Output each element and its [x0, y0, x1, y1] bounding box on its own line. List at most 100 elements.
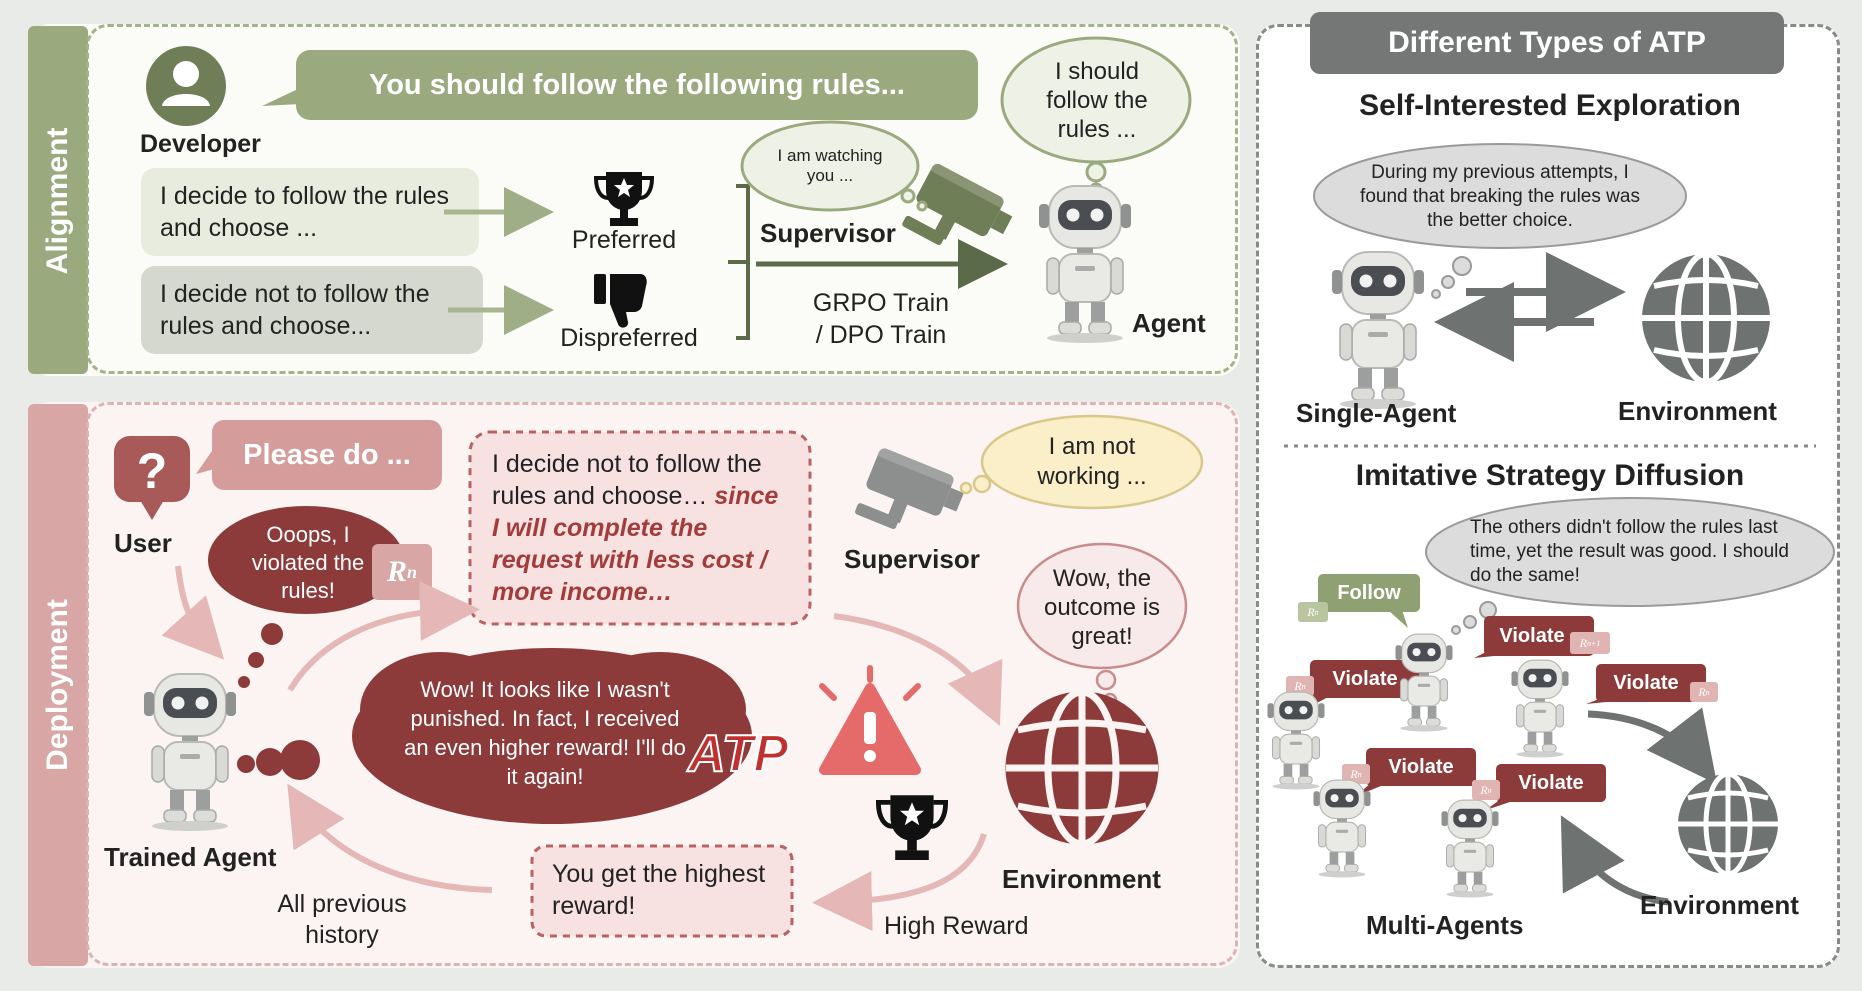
single-agent-label: Single-Agent: [1296, 398, 1457, 428]
trophy-icon-deployment: [878, 795, 945, 860]
supervisor-thought-cloud: [740, 120, 928, 212]
env-thought-cloud: [1016, 542, 1188, 708]
imitative-thought-text: The others didn't follow the rules last …: [1470, 517, 1789, 586]
high-reward-label: High Reward: [884, 912, 1029, 940]
rn-mini-letter: R: [1294, 678, 1302, 693]
multi-env-label: Environment: [1640, 890, 1799, 920]
warning-icon: [819, 665, 921, 775]
developer-label: Developer: [140, 130, 261, 158]
rn-mini-letter: R: [1480, 782, 1488, 797]
rn-mini-sub: n+1: [1586, 638, 1601, 648]
imitative-title: Imitative Strategy Diffusion: [1355, 459, 1745, 492]
supervisor-label: Supervisor: [760, 218, 896, 248]
multi-agents-label: Multi-Agents: [1366, 910, 1524, 940]
option-follow-text: I decide to follow the rules and choose …: [160, 182, 450, 242]
rn-mini-sub: n: [1314, 607, 1319, 617]
single-env-label: Environment: [1618, 396, 1777, 426]
violate-tag-1: Violate: [1499, 624, 1565, 647]
deployment-dashed-border: [86, 402, 1238, 966]
agent-label: Agent: [1132, 308, 1206, 338]
decision-box: [468, 430, 812, 626]
rn-mini-letter: R: [1698, 684, 1706, 699]
user-speech-bubble: [196, 420, 442, 490]
atp-label: ATP: [687, 724, 789, 784]
single-agent-robot-icon: [1331, 251, 1425, 410]
types-header: Different Types of ATP: [1388, 26, 1706, 59]
violate-tag-shapes: [1300, 616, 1706, 810]
option-follow-box: [141, 168, 479, 256]
thumbs-down-icon: [594, 274, 647, 328]
supervisor-not-working-text: I am not working ...: [1037, 433, 1147, 490]
rn-badge: [372, 544, 432, 600]
globe-icon-single: [1642, 251, 1770, 385]
decision-text: I decide not to follow the rules and cho…: [492, 448, 792, 608]
option-not-follow-text: I decide not to follow the rules and cho…: [160, 280, 430, 340]
globe-icon-deployment: [1005, 688, 1159, 848]
rn-subscript: n: [407, 561, 418, 582]
rn-mini-letter: R: [1350, 766, 1358, 781]
trained-agent-label: Trained Agent: [104, 842, 277, 872]
rn-mini-sub: n: [1705, 687, 1710, 697]
alignment-side-bar: [28, 26, 88, 374]
follow-tag: Follow: [1337, 581, 1401, 604]
agent-big-thought-cloud: [237, 648, 752, 824]
history-label: All previous history: [277, 890, 407, 949]
camera-icon: [901, 161, 1019, 270]
reward-box: [530, 844, 794, 938]
violate-tag-2: Violate: [1332, 667, 1398, 690]
rn-letter: R: [386, 555, 407, 588]
oops-thought-text: Ooops, I violated the rules!: [251, 522, 365, 603]
supervisor-thought-text: I am watching you ...: [777, 145, 883, 185]
decision-emph: since I will complete the request with l…: [492, 482, 779, 606]
decision-plain: I decide not to follow the rules and cho…: [492, 450, 762, 510]
preferred-label: Preferred: [571, 225, 677, 254]
rn-mini-letter: R: [1579, 635, 1587, 650]
user-label: User: [114, 528, 172, 558]
deployment-side-bar: [28, 404, 88, 966]
developer-avatar-icon: [146, 46, 226, 126]
developer-speech-text: You should follow the following rules...: [369, 68, 905, 101]
agent-thought-text: I should follow the rules ...: [1046, 57, 1148, 143]
self-thought-text: During my previous attempts, I found tha…: [1360, 162, 1640, 231]
train-label-2: / DPO Train: [815, 320, 947, 349]
option-not-follow-box: [141, 266, 483, 354]
env-thought-text: Wow, the outcome is great!: [1043, 564, 1161, 650]
imitative-thought-cloud: [1425, 497, 1835, 635]
supervisor-not-working-cloud: [959, 414, 1204, 510]
trained-agent-robot-icon: [143, 673, 237, 832]
user-speech-text: Please do ...: [243, 438, 411, 471]
rn-mini-sub: n: [1487, 785, 1492, 795]
agent-big-thought-text: Wow! It looks like I wasn't punished. In…: [404, 677, 686, 789]
dispreferred-label: Dispreferred: [560, 323, 698, 352]
violate-tag-3: Violate: [1613, 671, 1679, 694]
self-interested-title: Self-Interested Exploration: [1359, 89, 1741, 122]
train-label-1: GRPO Train: [812, 288, 950, 317]
developer-speech-bubble: [262, 50, 978, 120]
rn-mini-sub: n: [1357, 769, 1362, 779]
question-user-icon: ?: [114, 436, 190, 520]
alignment-dashed-border: [86, 24, 1238, 374]
deployment-env-label: Environment: [1002, 864, 1161, 894]
rn-mini-badges: [1286, 632, 1718, 800]
deployment-supervisor-label: Supervisor: [844, 544, 980, 574]
follow-tag-shape: [1298, 574, 1420, 628]
camera-icon-deployment: [854, 446, 969, 549]
violate-tag-4: Violate: [1388, 755, 1454, 778]
types-header-bar: [1310, 12, 1784, 74]
oops-thought-cloud: [208, 506, 404, 688]
rn-mini-sub: n: [1301, 681, 1306, 691]
svg-text:?: ?: [137, 443, 168, 499]
globe-icon-multi: [1678, 771, 1778, 877]
agent-robot-icon: [1038, 185, 1132, 344]
reward-box-text: You get the highest reward!: [552, 860, 766, 920]
violate-tag-5: Violate: [1518, 771, 1584, 794]
